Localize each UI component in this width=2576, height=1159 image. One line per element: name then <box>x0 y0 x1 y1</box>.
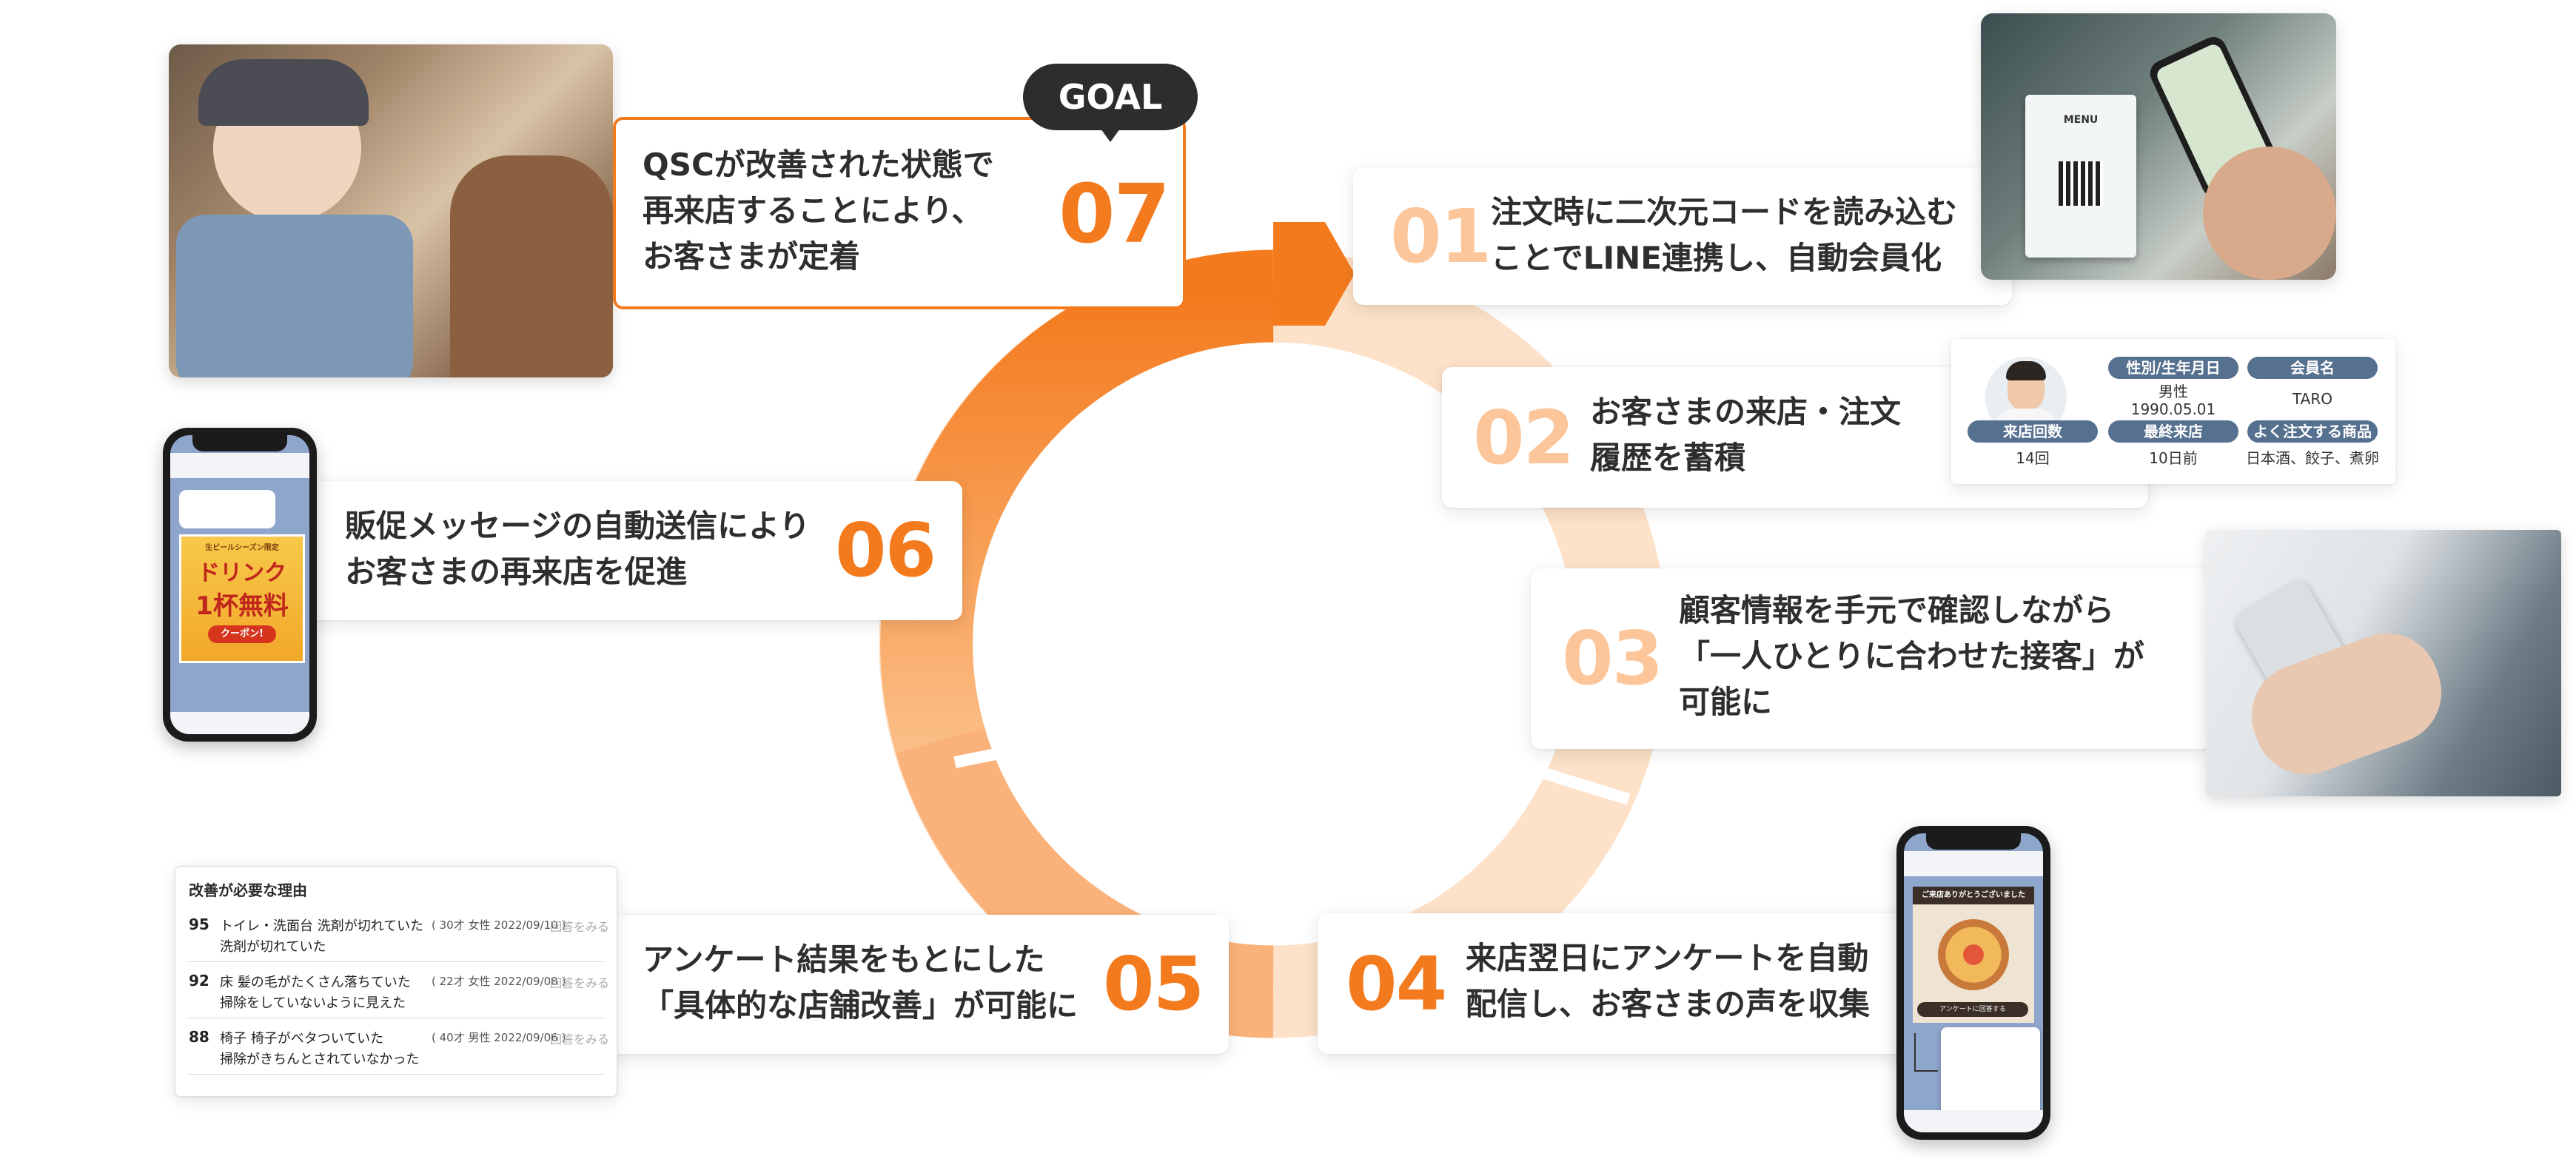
step-04-card: 04 来店翌日にアンケートを自動 配信し、お客さまの声を収集 <box>1318 913 1916 1054</box>
step-03-card: 03 顧客情報を手元で確認しながら 「一人ひとりに合わせた接客」が 可能に <box>1531 568 2212 749</box>
cycle-divider-1 <box>1530 764 1631 805</box>
qr-code-icon <box>2059 161 2103 206</box>
survey-phone: ご来店ありがとうございました アンケートに回答する <box>1896 826 2050 1140</box>
step-01-number: 01 <box>1390 193 1492 280</box>
step-03-line-1: 顧客情報を手元で確認しながら <box>1679 592 2115 628</box>
step-05-card: アンケート結果をもとにした 「具体的な店舗改善」が可能に 05 <box>607 915 1229 1054</box>
profile-value-member-name: TARO <box>2292 390 2332 408</box>
step-01-line-1: 注文時に二次元コードを読み込む <box>1491 194 1958 230</box>
survey-row-2-meta: ( 22才 女性 2022/09/08 ) <box>432 975 566 988</box>
survey-row-2-title: 床 髪の毛がたくさん落ちていた <box>220 975 411 990</box>
menu-card-title: MENU <box>2063 114 2099 126</box>
step-03-text: 顧客情報を手元で確認しながら 「一人ひとりに合わせた接客」が 可能に <box>1679 588 2144 725</box>
step-02-line-1: お客さまの来店・注文 <box>1590 394 1902 430</box>
step-06-line-2: お客さまの再来店を促進 <box>345 554 688 590</box>
cycle-ring-dark-arc <box>880 249 1274 753</box>
step-07-text: QSCが改善された状態で 再来店することにより、 お客さまが定着 <box>643 142 994 280</box>
step-07-line-2: 再来店することにより、 <box>643 192 983 229</box>
step-01-card: 01 注文時に二次元コードを読み込む ことでLINE連携し、自動会員化 <box>1353 167 2012 305</box>
step-01-line-2: ことでLINE連携し、自動会員化 <box>1491 240 1942 276</box>
survey-row-3-link[interactable]: 回答をみる <box>550 1032 610 1047</box>
survey-row-3-comment: 掃除がきちんとされていなかった <box>220 1052 420 1067</box>
survey-row-3-title: 椅子 椅子がベタついていた <box>220 1031 384 1047</box>
goal-badge-label: GOAL <box>1058 77 1163 117</box>
step-02-text: お客さまの来店・注文 履歴を蓄積 <box>1590 389 1901 481</box>
survey-banner-text: ご来店ありがとうございました <box>1922 891 2025 899</box>
step-04-line-1: 来店翌日にアンケートを自動 <box>1466 940 1869 976</box>
survey-row-3-score: 88 <box>189 1028 209 1046</box>
survey-row-2-score: 92 <box>189 972 209 990</box>
step-03-line-3: 可能に <box>1679 684 1773 720</box>
survey-banner: ご来店ありがとうございました <box>1913 887 2034 904</box>
goal-badge-pointer <box>1099 126 1122 142</box>
profile-value-dob: 1990.05.01 <box>2130 400 2216 418</box>
cycle-divider-2 <box>953 734 1067 768</box>
step-05-line-2: 「具体的な店舗改善」が可能に <box>643 987 1079 1024</box>
survey-row-1-meta: ( 30才 女性 2022/09/10 ) <box>432 918 566 932</box>
survey-results-card: 改善が必要な理由 95 トイレ・洗面台 洗剤が切れていた ( 30才 女性 20… <box>175 866 617 1097</box>
step-06-line-1: 販促メッセージの自動送信により <box>345 508 811 544</box>
pizza-image <box>1938 919 2009 990</box>
step-04-number: 04 <box>1346 941 1447 1027</box>
step-07-line-1: QSCが改善された状態で <box>643 147 994 183</box>
step-02-line-2: 履歴を蓄積 <box>1590 440 1746 476</box>
step-04-line-2: 配信し、お客さまの声を収集 <box>1466 986 1871 1022</box>
step-07-line-3: お客さまが定着 <box>643 238 861 275</box>
promo-phone: 生ビールシーズン限定 ドリンク 1杯無料 クーポン! <box>163 428 317 742</box>
step-06-number: 06 <box>835 507 936 594</box>
profile-label-favorite-items: よく注文する商品 <box>2247 420 2378 443</box>
promo-coupon: クーポン! <box>208 625 276 643</box>
promo-label-top: 生ビールシーズン限定 <box>205 544 279 552</box>
step-02-number: 02 <box>1473 394 1574 481</box>
promo-line-2: 1杯無料 <box>195 591 289 621</box>
survey-row-3-meta: ( 40才 男性 2022/09/06 ) <box>432 1031 566 1044</box>
survey-row-1-link[interactable]: 回答をみる <box>550 920 610 934</box>
survey-row-2-comment: 掃除をしていないように見えた <box>220 995 406 1011</box>
staff-serving-photo <box>169 44 613 377</box>
survey-answer-button[interactable]: アンケートに回答する <box>1917 1002 2028 1017</box>
profile-label-gender-dob: 性別/生年月日 <box>2108 357 2238 379</box>
profile-value-gender: 男性 <box>2159 383 2188 400</box>
step-05-text: アンケート結果をもとにした 「具体的な店舗改善」が可能に <box>643 937 1078 1029</box>
profile-value-visits: 14回 <box>2016 449 2050 467</box>
step-07-number: 07 <box>1059 167 1170 261</box>
customer-profile-card: 性別/生年月日 男性 1990.05.01 会員名 TARO 来店回数 14回 … <box>1951 339 2395 484</box>
step-04-text: 来店翌日にアンケートを自動 配信し、お客さまの声を収集 <box>1466 935 1870 1027</box>
step-06-card: 販促メッセージの自動送信により お客さまの再来店を促進 06 <box>309 481 962 620</box>
step-03-number: 03 <box>1562 615 1663 702</box>
qr-menu-photo: MENU <box>1981 13 2336 280</box>
step-01-text: 注文時に二次元コードを読み込む ことでLINE連携し、自動会員化 <box>1491 189 1957 281</box>
profile-label-member-name: 会員名 <box>2247 357 2378 379</box>
cycle-arrow-head <box>1273 222 1355 326</box>
step-07-card: QSCが改善された状態で 再来店することにより、 お客さまが定着 07 <box>613 117 1186 309</box>
step-03-line-2: 「一人ひとりに合わせた接客」が <box>1679 638 2144 674</box>
goal-badge: GOAL <box>1023 64 1198 130</box>
survey-answer-button-label: アンケートに回答する <box>1939 1006 2006 1013</box>
profile-label-visits: 来店回数 <box>1968 420 2098 443</box>
staff-smartphone-photo <box>2206 530 2561 796</box>
survey-row-1-score: 95 <box>189 916 209 933</box>
survey-row-2-link[interactable]: 回答をみる <box>550 976 610 990</box>
promo-coupon-image: 生ビールシーズン限定 ドリンク 1杯無料 クーポン! <box>179 534 305 663</box>
survey-row-1-comment: 洗剤が切れていた <box>220 939 326 955</box>
profile-value-last-visit: 10日前 <box>2149 449 2198 467</box>
step-05-number: 05 <box>1103 941 1204 1027</box>
step-06-text: 販促メッセージの自動送信により お客さまの再来店を促進 <box>345 503 810 595</box>
step-05-line-1: アンケート結果をもとにした <box>643 941 1045 978</box>
profile-label-last-visit: 最終来店 <box>2108 420 2238 443</box>
survey-results-title: 改善が必要な理由 <box>189 881 307 899</box>
survey-row-1-title: トイレ・洗面台 洗剤が切れていた <box>220 918 424 934</box>
profile-value-favorite-items: 日本酒、餃子、煮卵 <box>2246 449 2379 467</box>
promo-line-1: ドリンク <box>198 560 286 586</box>
